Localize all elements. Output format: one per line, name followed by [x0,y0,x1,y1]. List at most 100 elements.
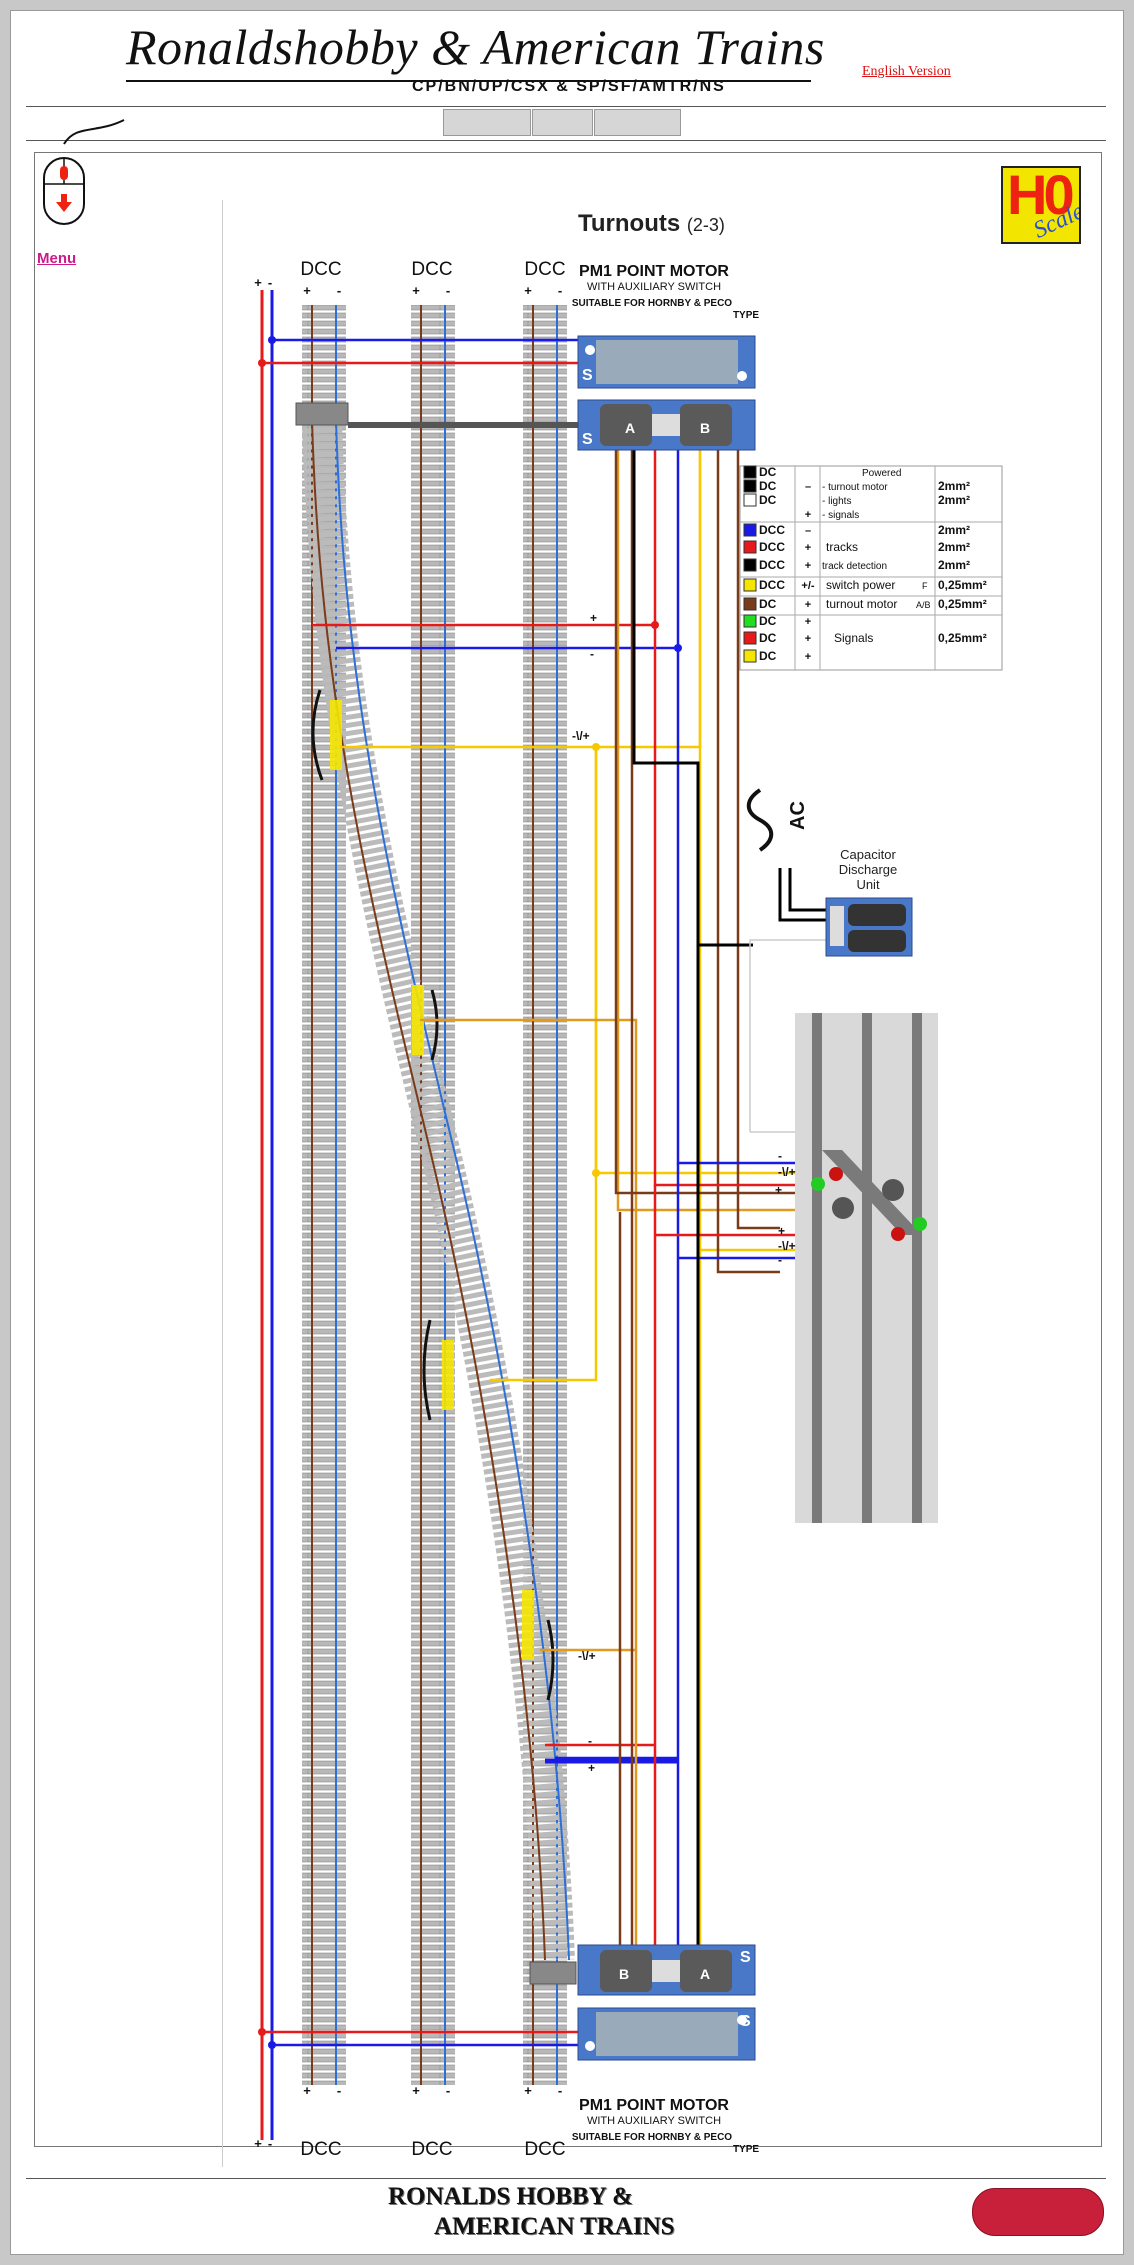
throw-bar-top [295,402,349,426]
wire-label-switch: -\/+ [778,1239,796,1253]
legend-desc: - signals [822,510,859,521]
nav-button-3[interactable] [594,109,681,136]
legend-swatch [743,558,757,572]
title-underline [126,80,811,82]
legend-polarity: + [805,599,811,611]
bus-label-top-2: DCC [411,259,452,280]
capacitor-discharge-unit [825,897,913,957]
legend-swatch [743,493,757,507]
wire-label-minus: - [588,1734,592,1748]
cdu-label-2: Discharge [839,862,898,877]
legend-polarity: – [805,481,811,493]
logo-h0-text: H0 [1007,166,1075,226]
wire-label-plus: + [588,1761,595,1775]
bus-polarity-plus-top: + [254,275,262,290]
legend-type: DCC [759,578,785,592]
rail-polarity-top: - [446,283,450,298]
legend-desc: switch power [826,578,895,592]
wire-label-minus: - [778,1253,782,1267]
footer-rule [26,2178,1106,2179]
bus-polarity-plus-bottom: + [254,2136,262,2151]
wire-label-switch: -\/+ [572,729,590,743]
legend-type: DCC [759,558,785,572]
legend-f-mark: F [922,581,928,591]
legend-type: DC [759,493,777,507]
top-motor-title: PM1 POINT MOTOR [579,263,729,280]
legend-size: 2mm² [938,523,970,537]
legend-desc: Signals [834,631,873,645]
english-version-link[interactable]: English Version [862,64,951,79]
wire-label-plus: + [778,1224,785,1238]
content-frame [34,152,1102,2147]
wire-label-plus: + [590,611,597,625]
crossover-track [302,419,575,1961]
rail-polarity-bottom: - [446,2083,450,2098]
rail-polarity-bottom: + [303,2083,311,2098]
legend-swatch [743,540,757,554]
header-rule-bottom [26,140,1106,141]
legend-swatch [743,465,757,479]
bus-label-top-1: DCC [300,259,341,280]
legend-desc: - turnout motor [822,482,888,493]
legend-swatch [743,649,757,663]
point-motor-top [577,335,756,451]
legend-desc: - lights [822,496,851,507]
bottom-coil-b-label: B [619,1966,629,1982]
legend-swatch [743,597,757,611]
nav-button-2[interactable] [532,109,593,136]
legend-swatch [743,479,757,493]
rail-polarity-bottom: + [412,2083,420,2098]
bottom-coil-a-label: A [700,1966,710,1982]
rail-polarity-bottom: + [524,2083,532,2098]
diagram-title-suffix: (2-3) [686,215,725,235]
legend-polarity: – [805,525,811,537]
legend-desc: tracks [826,540,858,554]
legend-desc: Powered [862,468,901,479]
motor-wires [614,450,820,1972]
bottom-motor-title: PM1 POINT MOTOR [579,2097,729,2114]
legend-polarity: + [805,633,811,645]
junction-dots-blue [268,336,682,2049]
menu-link[interactable]: Menu [37,250,77,267]
top-motor-sub3: TYPE [733,310,759,321]
rail-polarity-top: + [303,283,311,298]
wire-label-switch: -\/+ [578,1649,596,1663]
track-1 [302,305,346,2085]
legend-type: DC [759,479,777,493]
dc-white-wire-casing [753,943,830,1132]
site-subtitle: CP/BN/UP/CSX & SP/SF/AMTR/NS [412,78,726,95]
footer-button[interactable] [972,2188,1104,2236]
point-motor-bottom [577,1944,756,2061]
legend-polarity: + [805,616,811,628]
legend-desc: track detection [822,561,887,572]
dc-white-wire [749,939,830,1132]
legend-desc: turnout motor [826,597,897,611]
top-s-label-1: S [582,367,593,384]
legend-size: 0,25mm² [938,597,987,611]
legend-polarity: + [805,651,811,663]
bus-polarity-minus-bottom: - [268,2136,272,2151]
legend-size: 2mm² [938,540,970,554]
junction-dots [258,359,659,2036]
legend-polarity: + [805,542,811,554]
cdu-label-1: Capacitor [840,847,896,862]
nav-button-1[interactable] [443,109,531,136]
diagram-title: Turnouts (2-3) [578,210,725,238]
legend-type: DC [759,465,777,479]
bottom-motor-sub: WITH AUXILIARY SWITCH [587,2115,721,2127]
top-coil-b-label: B [700,420,710,436]
bus-polarity-minus-top: - [268,275,272,290]
rail-polarity-bottom: - [558,2083,562,2098]
footer-logo: RONALDS HOBBY & AMERICAN TRAINS [388,2182,675,2242]
rail-polarity-bottom: - [337,2083,341,2098]
legend-size: 2mm² [938,479,970,493]
bus-label-bottom-1: DCC [300,2139,341,2160]
mouse-scroll-icon[interactable] [36,114,136,234]
diagram-title-text: Turnouts [578,210,681,237]
wire-label-plus: + [775,1183,782,1197]
legend-swatch [743,523,757,537]
bus-label-bottom-3: DCC [524,2139,565,2160]
legend-polarity: + [805,509,811,521]
